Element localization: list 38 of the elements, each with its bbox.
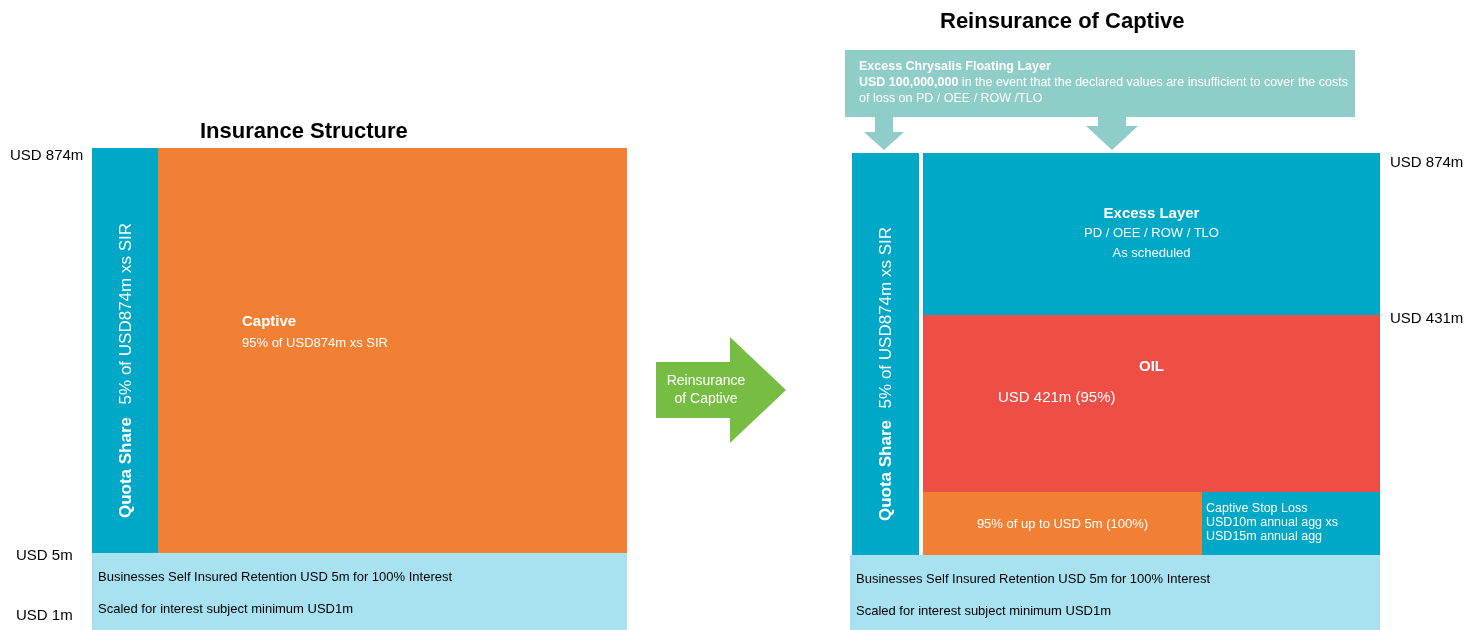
layer-title: OIL (1139, 356, 1164, 376)
layer-description: USD 421m (95%) (998, 388, 1116, 405)
layer-title: Excess Chrysalis Floating Layer (859, 58, 1052, 74)
layer-description: USD 100,000,000 in the event that the declared values are insufficient to cover the costs of loss on PD / OEE / ROW /TLO (859, 74, 1349, 106)
section-title: Insurance Structure (200, 118, 408, 143)
layer-box (850, 555, 1380, 630)
layer-description: 95% of up to USD 5m (100%) (976, 514, 1149, 533)
axis-value: USD 874m (1390, 153, 1464, 170)
axis-value: USD 874m (10, 146, 84, 163)
layer-box (92, 553, 627, 630)
layer-description: Captive Stop Loss (1206, 501, 1309, 515)
layer-box (1202, 492, 1380, 555)
layer-description: Businesses Self Insured Retention USD 5m for 100% Interest (856, 570, 1212, 588)
vertical-label: Quota Share (877, 420, 894, 522)
layer-description: As scheduled (1112, 244, 1191, 262)
vertical-label: 5% of USD874m xs SIR (116, 223, 134, 405)
axis-value: USD 1m (16, 606, 73, 623)
layer-box (923, 492, 1202, 555)
layer-box (92, 148, 158, 553)
axis-value: USD 5m (16, 546, 73, 563)
vertical-label: 5% of USD874m xs SIR (877, 226, 894, 409)
arrow-label: Reinsurance of Captive (666, 372, 746, 406)
layer-title: Excess Layer (1103, 203, 1200, 223)
axis-value: USD 431m (1390, 309, 1464, 326)
layer-description: Scaled for interest subject minimum USD1m (856, 601, 1113, 620)
layer-description: Businesses Self Insured Retention USD 5m for 100% Interest (98, 568, 454, 586)
vertical-label: Quota Share (116, 416, 134, 518)
layer-box (852, 153, 919, 555)
layer-box (923, 315, 1380, 492)
layer-description: 95% of USD874m xs SIR (242, 333, 388, 352)
section-title: Reinsurance of Captive (940, 8, 1185, 33)
layer-title: Captive (242, 311, 298, 331)
layer-description: Scaled for interest subject minimum USD1m (98, 599, 355, 618)
layer-description: PD / OEE / ROW / TLO (1084, 224, 1219, 242)
layer-box (923, 153, 1380, 315)
layer-box (158, 148, 627, 553)
layer-description: USD10m annual agg xs USD15m annual agg (1206, 515, 1340, 543)
layer-box (845, 50, 1355, 117)
